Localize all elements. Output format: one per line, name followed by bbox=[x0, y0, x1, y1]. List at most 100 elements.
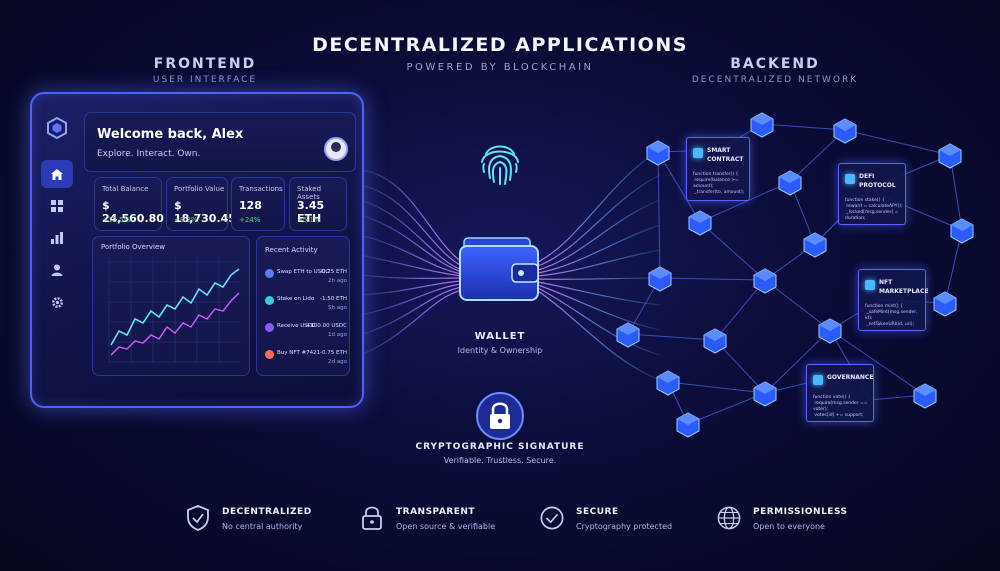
gear-icon[interactable] bbox=[41, 288, 73, 316]
receive-icon bbox=[265, 323, 274, 332]
feature-transparent: TRANSPARENT Open source & verifiable bbox=[360, 503, 520, 539]
activity-name: Receive USDC bbox=[277, 323, 316, 329]
activity-item[interactable]: Buy NFT #7421 -0.75 ETH 2d ago bbox=[263, 346, 349, 372]
block-cube-icon bbox=[913, 383, 937, 409]
governance-card[interactable]: GOVERNANCE function vote() { require(msg… bbox=[806, 364, 874, 422]
portfolio-title: Portfolio Overview bbox=[101, 243, 165, 251]
nft-marketplace-icon bbox=[865, 280, 875, 290]
activity-amount: -0.25 ETH bbox=[320, 269, 347, 275]
page-subtitle: POWERED BY BLOCKCHAIN bbox=[406, 62, 594, 73]
activity-amount: -0.75 ETH bbox=[320, 350, 347, 356]
card-title: NFT MARKETPLACE bbox=[879, 279, 929, 295]
block-cube-icon bbox=[648, 266, 672, 292]
code-snippet: function mint() { _safeMint(msg.sender, … bbox=[865, 304, 918, 327]
stat-change: +12.5% bbox=[102, 216, 131, 224]
home-icon[interactable] bbox=[41, 160, 73, 188]
wallet-subtitle: Identity & Ownership bbox=[457, 346, 543, 355]
globe-icon bbox=[717, 506, 741, 530]
block-cube-icon bbox=[616, 322, 640, 348]
block-cube-icon bbox=[950, 218, 974, 244]
block-cube-icon bbox=[646, 140, 670, 166]
fingerprint-icon bbox=[481, 145, 519, 185]
stat-label: Staked Assets bbox=[297, 185, 322, 201]
activity-item[interactable]: Stake on Lido -1.50 ETH 5h ago bbox=[263, 292, 349, 318]
activity-name: Buy NFT #7421 bbox=[277, 350, 321, 356]
recent-activity-card: Recent Activity Swap ETH to USDC -0.25 E… bbox=[256, 236, 350, 376]
block-cube-icon bbox=[938, 143, 962, 169]
block-cube-icon bbox=[753, 268, 777, 294]
smart-contract-card[interactable]: SMART CONTRACT function transfer() { req… bbox=[686, 137, 750, 201]
card-title: GOVERNANCE bbox=[827, 374, 874, 381]
wallet-icon[interactable] bbox=[458, 236, 540, 302]
block-cube-icon bbox=[803, 232, 827, 258]
stat-label: Total Balance bbox=[102, 185, 149, 193]
stat-change: +24% bbox=[239, 216, 261, 224]
user-icon[interactable] bbox=[41, 256, 73, 284]
feature-title: PERMISSIONLESS bbox=[753, 507, 848, 517]
feature-title: DECENTRALIZED bbox=[222, 507, 312, 517]
welcome-title: Welcome back, Alex bbox=[97, 127, 244, 142]
frontend-subheading: USER INTERFACE bbox=[152, 75, 258, 85]
bar-chart-icon[interactable] bbox=[41, 224, 73, 252]
block-cube-icon bbox=[656, 370, 680, 396]
card-title: DEFI PROTOCOL bbox=[859, 173, 896, 189]
hexagon-logo-icon[interactable] bbox=[46, 117, 68, 139]
activity-amount: -1.50 ETH bbox=[320, 296, 347, 302]
block-cube-icon bbox=[753, 381, 777, 407]
block-cube-icon bbox=[818, 318, 842, 344]
stat-change: +8.2% bbox=[174, 216, 198, 224]
activity-time: 2h ago bbox=[328, 278, 347, 284]
frontend-heading: FRONTEND bbox=[153, 56, 257, 72]
backend-heading: BACKEND bbox=[730, 56, 820, 72]
feature-permissionless: PERMISSIONLESS Open to everyone bbox=[717, 503, 877, 539]
activity-amount: +100.00 USDC bbox=[305, 323, 347, 329]
nft-marketplace-card[interactable]: NFT MARKETPLACE function mint() { _safeM… bbox=[858, 269, 929, 331]
stake-icon bbox=[265, 296, 274, 305]
page-title: DECENTRALIZED APPLICATIONS bbox=[312, 34, 688, 56]
stat-card-total-balance: Total Balance $ 24,560.80 +12.5% bbox=[94, 177, 164, 231]
stat-value: $ 24,560.80 bbox=[102, 199, 164, 225]
code-snippet: function transfer() { require(balance >=… bbox=[693, 172, 745, 195]
activity-name: Swap ETH to USDC bbox=[277, 269, 330, 275]
backend-subheading: DECENTRALIZED NETWORK bbox=[691, 75, 859, 85]
card-title: SMART CONTRACT bbox=[707, 147, 744, 163]
activity-item[interactable]: Swap ETH to USDC -0.25 ETH 2h ago bbox=[263, 265, 349, 291]
feature-subtitle: Open source & verifiable bbox=[396, 522, 496, 531]
activity-name: Stake on Lido bbox=[277, 296, 315, 302]
feature-title: SECURE bbox=[576, 507, 619, 517]
defi-protocol-card[interactable]: DEFI PROTOCOL function stake() { reward … bbox=[838, 163, 906, 225]
block-cube-icon bbox=[833, 118, 857, 144]
activity-item[interactable]: Receive USDC +100.00 USDC 1d ago bbox=[263, 319, 349, 345]
code-snippet: function stake() { reward = calculateAPY… bbox=[845, 198, 903, 221]
feature-subtitle: Cryptography protected bbox=[576, 522, 673, 531]
avatar[interactable] bbox=[324, 137, 348, 161]
feature-subtitle: No central authority bbox=[222, 522, 303, 531]
crypto-signature-label: CRYPTOGRAPHIC SIGNATURE bbox=[415, 442, 585, 452]
block-cube-icon bbox=[703, 328, 727, 354]
defi-icon bbox=[845, 174, 855, 184]
block-cube-icon bbox=[933, 291, 957, 317]
stat-label: Transactions bbox=[239, 185, 283, 193]
feature-title: TRANSPARENT bbox=[396, 507, 476, 517]
feature-subtitle: Open to everyone bbox=[753, 522, 825, 531]
welcome-card: Welcome back, Alex Explore. Interact. Ow… bbox=[84, 112, 356, 172]
block-cube-icon bbox=[750, 112, 774, 138]
feature-secure: SECURE Cryptography protected bbox=[540, 503, 700, 539]
activity-time: 2d ago bbox=[328, 359, 347, 365]
stat-card-portfolio-value: Portfolio Value $ 18,730.45 +8.2% bbox=[166, 177, 236, 231]
lock-icon bbox=[362, 506, 382, 530]
activity-time: 5h ago bbox=[328, 305, 347, 311]
check-circle-icon bbox=[540, 506, 564, 530]
code-snippet: function vote() { require(msg.sender == … bbox=[813, 395, 868, 418]
grid-icon[interactable] bbox=[41, 192, 73, 220]
portfolio-line-chart bbox=[108, 257, 241, 363]
welcome-tagline: Explore. Interact. Own. bbox=[97, 149, 201, 159]
swap-icon bbox=[265, 269, 274, 278]
shield-check-icon bbox=[187, 505, 209, 531]
wallet-label: WALLET bbox=[474, 331, 526, 342]
contract-icon bbox=[693, 148, 703, 158]
stat-label: Portfolio Value bbox=[174, 185, 225, 193]
activity-time: 1d ago bbox=[328, 332, 347, 338]
